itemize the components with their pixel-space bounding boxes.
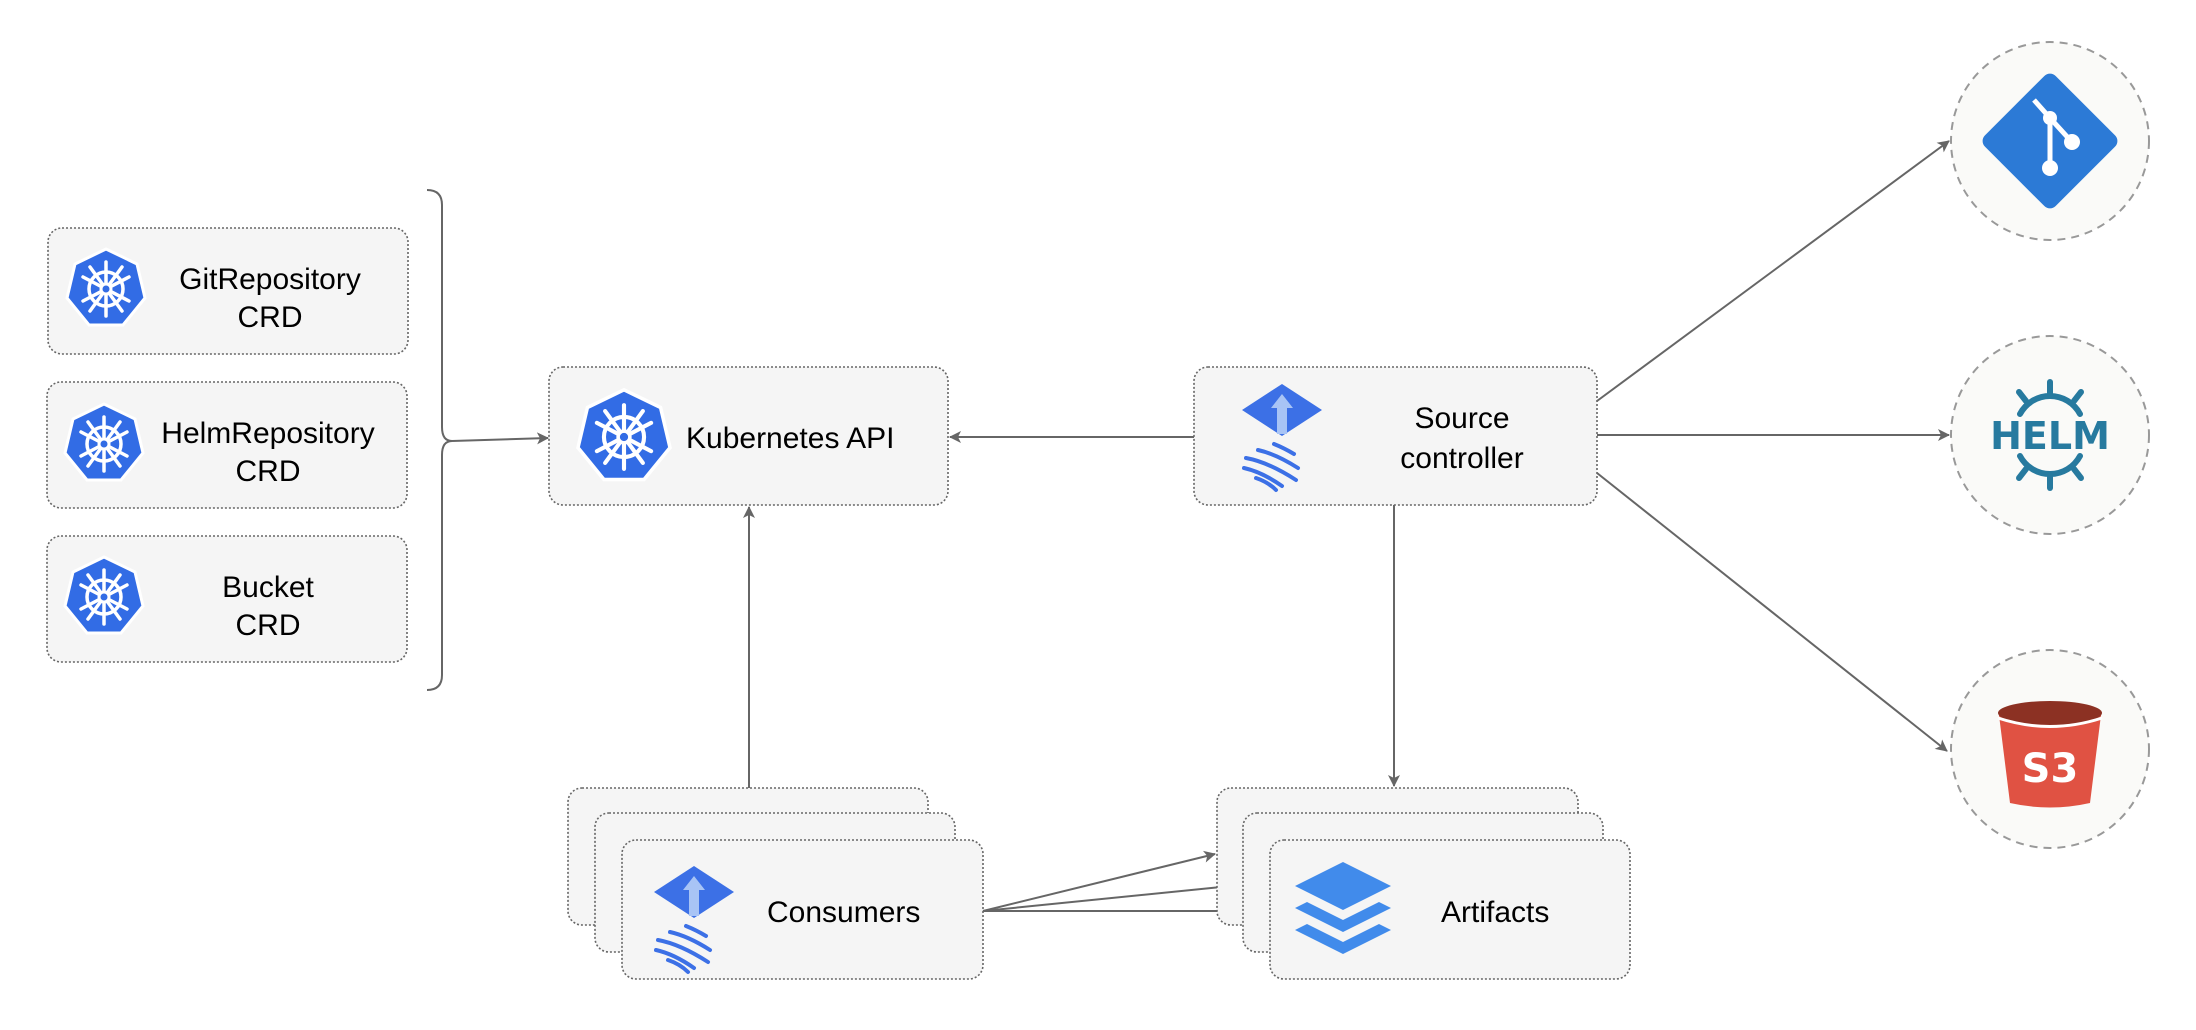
helm-repository-crd-label: CRD (236, 455, 301, 488)
crd-brace (426, 189, 453, 691)
helm-source-node[interactable]: HELM (1950, 335, 2150, 535)
kubernetes-api-label: Kubernetes API (686, 422, 894, 455)
edge-crds-to-kubernetes-api (451, 432, 549, 445)
s3-logo-text: S3 (2022, 746, 2079, 792)
git-icon (1982, 73, 2118, 209)
helm-repository-label: HelmRepository (161, 417, 374, 450)
helm-icon: HELM (1990, 379, 2110, 491)
artifacts-label: Artifacts (1441, 896, 1549, 929)
consumers-node[interactable]: Consumers (567, 787, 984, 980)
bucket-label: Bucket (222, 571, 314, 604)
git-source-node[interactable] (1950, 41, 2150, 241)
bucket-crd-label: CRD (236, 609, 301, 642)
git-repository-label: GitRepository (179, 263, 361, 296)
consumers-label: Consumers (767, 896, 920, 929)
git-repository-crd-label: CRD (238, 301, 303, 334)
edge-source-controller-to-s3 (1596, 472, 1948, 752)
artifacts-node[interactable]: Artifacts (1216, 787, 1631, 980)
helm-repository-crd-node[interactable]: HelmRepository CRD (46, 381, 408, 509)
s3-bucket-icon: S3 (1997, 701, 2103, 808)
kubernetes-api-node[interactable]: Kubernetes API (548, 366, 949, 506)
source-label: Source (1414, 402, 1509, 435)
s3-source-node[interactable]: S3 (1950, 649, 2150, 849)
bucket-crd-node[interactable]: Bucket CRD (46, 535, 408, 663)
controller-label: controller (1400, 442, 1523, 475)
edge-consumers-to-artifacts-1 (982, 850, 1216, 912)
helm-logo-text: HELM (1990, 414, 2110, 458)
source-controller-node[interactable]: Source controller (1193, 366, 1598, 506)
edge-source-controller-to-git (1596, 140, 1950, 402)
git-repository-crd-node[interactable]: GitRepository CRD (47, 227, 409, 355)
edge-consumers-to-artifacts-2 (982, 880, 1242, 912)
